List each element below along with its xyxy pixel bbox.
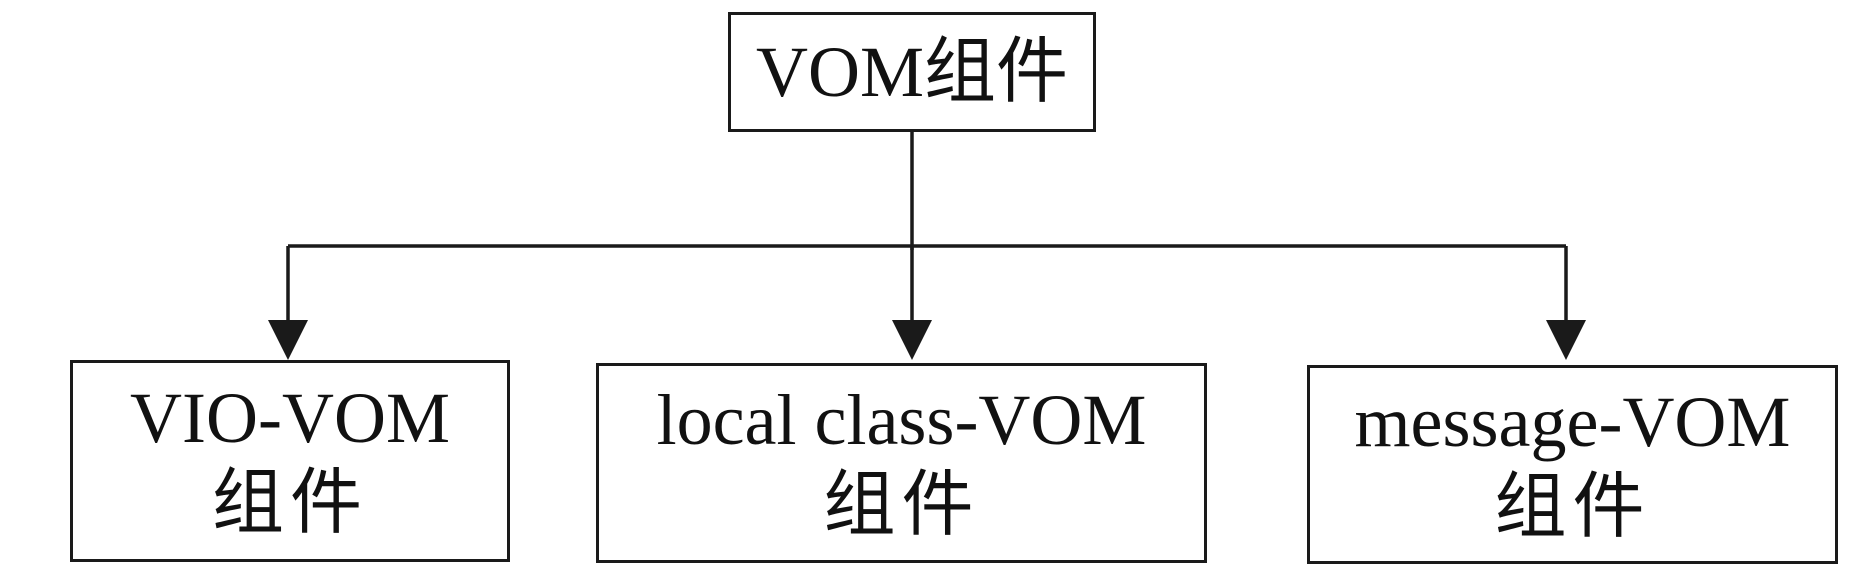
- child-node-message-line2: 组件: [1494, 466, 1651, 547]
- child-node-message-vom: message-VOM 组件: [1307, 365, 1838, 564]
- child-node-local-line2: 组件: [823, 465, 980, 545]
- child-node-local-line1: local class-VOM: [656, 380, 1147, 461]
- child-node-vio-line1: VIO-VOM: [130, 378, 450, 459]
- child-node-message-line1: message-VOM: [1354, 381, 1791, 462]
- arrowhead-message: [1546, 320, 1586, 360]
- root-node-label: VOM组件: [755, 31, 1068, 112]
- child-node-local-class-vom: local class-VOM 组件: [596, 363, 1207, 563]
- root-node-vom-component: VOM组件: [728, 12, 1096, 132]
- child-node-vio-vom: VIO-VOM 组件: [70, 360, 510, 562]
- arrowhead-local: [892, 320, 932, 360]
- child-node-vio-line2: 组件: [211, 463, 368, 543]
- arrowhead-vio: [268, 320, 308, 360]
